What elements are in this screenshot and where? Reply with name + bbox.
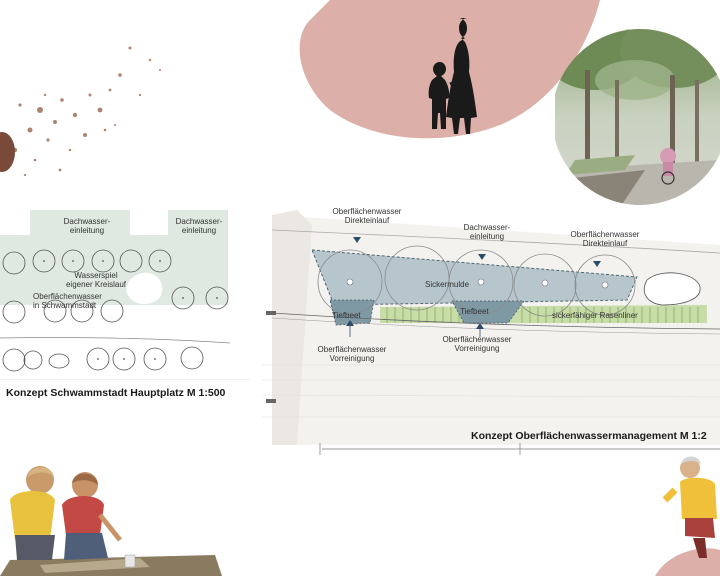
child-jumping-photo <box>655 450 720 576</box>
label-roof-water-1: Dachwasser- einleitung <box>63 217 111 235</box>
street-photo-circle <box>555 20 720 215</box>
plan-schwammstadt-hauptplatz: Dachwasser- einleitung Dachwasser- einle… <box>0 205 250 380</box>
paint-splatter-decoration <box>0 0 200 200</box>
right-plan-title: Konzept Oberflächenwassermanagement M 1:… <box>471 430 707 442</box>
label-infiltration-basin: Sickermulde <box>425 280 470 289</box>
label-pretreatment-1: Oberflächenwasser Vorreinigung <box>317 345 387 363</box>
children-playing-photo <box>0 455 225 576</box>
label-deep-bed-2: Tiefbeet <box>460 307 489 316</box>
label-roof-water-2: Dachwasser- einleitung <box>175 217 223 235</box>
label-pretreatment-2: Oberflächenwasser Vorreinigung <box>442 335 512 353</box>
label-deep-bed-1: Tiefbeet <box>332 311 361 320</box>
left-plan-title: Konzept Schwammstadt Hauptplatz M 1:500 <box>6 387 226 399</box>
label-roof-water: Dachwasser- einleitung <box>463 223 511 241</box>
pink-blob-silhouettes <box>290 0 600 150</box>
label-surface-direct-2: Oberflächenwasser Direkteinlauf <box>570 230 640 248</box>
label-surface-direct-1: Oberflächenwasser Direkteinlauf <box>332 207 402 225</box>
label-water-play: Wasserspiel eigener Kreislauf <box>65 271 127 289</box>
plan-oberflaechenwassermanagement: Oberflächenwasser Direkteinlauf Dachwass… <box>262 205 720 460</box>
label-surface-water: Oberflächenwasser in Schwammstadt <box>33 292 102 310</box>
label-grass-pavers: sickerfähiger Rasenliner <box>552 311 638 320</box>
